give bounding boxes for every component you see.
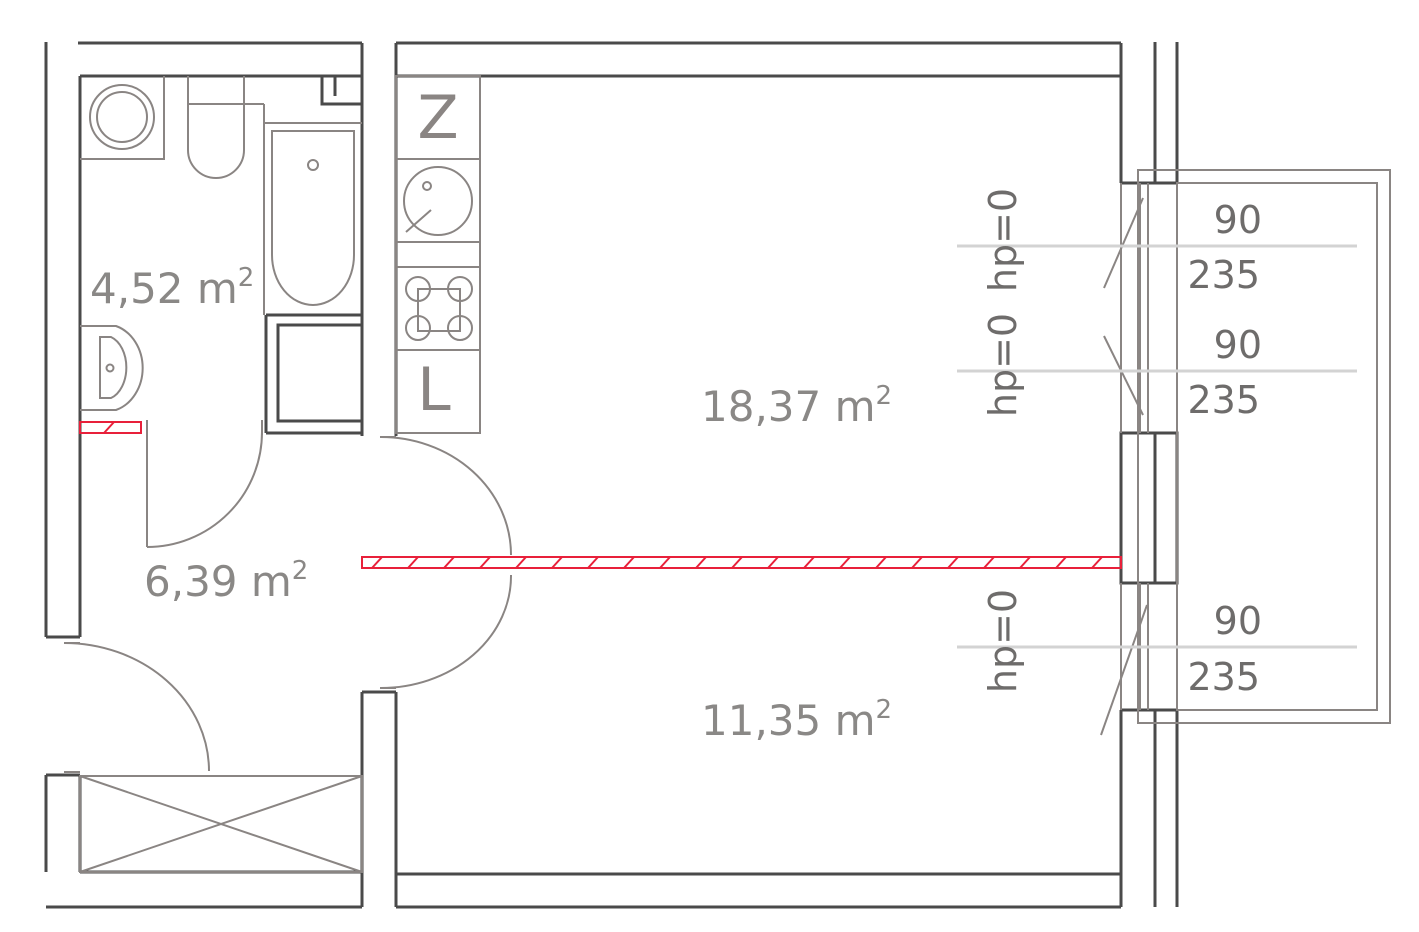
room-area-living-room: 18,37 m2	[701, 381, 892, 431]
partition-hatch	[371, 556, 383, 569]
sink-label: L	[417, 355, 451, 425]
partition-hatch	[731, 556, 743, 569]
window-sill-height: 90	[1214, 599, 1262, 643]
window-height: 235	[1187, 253, 1260, 297]
partition-hatch	[479, 556, 491, 569]
walls	[44, 41, 1179, 909]
room-area-bedroom: 11,35 m2	[701, 695, 892, 745]
bathroom-fixtures	[80, 76, 362, 411]
partition-hatch	[443, 556, 455, 569]
partition-hatch	[947, 556, 959, 569]
doors	[63, 420, 513, 773]
balcony	[1100, 169, 1391, 736]
partition-hatch	[803, 556, 815, 569]
partition-hatch	[587, 556, 599, 569]
fridge-label: Z	[417, 83, 458, 153]
stove-icon	[405, 276, 473, 341]
partition-hatch	[515, 556, 527, 569]
partition-hatch	[1055, 556, 1067, 569]
partition-hatch	[983, 556, 995, 569]
partition-hatch	[659, 556, 671, 569]
kitchenette: Z L	[395, 75, 481, 434]
washbasin-icon	[80, 325, 144, 411]
partition-hatch	[911, 556, 923, 569]
hp-label: hp=0	[981, 188, 1025, 292]
storage	[79, 775, 363, 873]
partition-hatch	[551, 556, 563, 569]
room-area-bathroom: 4,52 m2	[90, 263, 254, 313]
partition-hatch	[695, 556, 707, 569]
partition-hatch	[875, 556, 887, 569]
hp-label: hp=0	[981, 589, 1025, 693]
window-sill-height: 90	[1214, 198, 1262, 242]
window-sill-height: 90	[1214, 323, 1262, 367]
partition-hatch	[407, 556, 419, 569]
partition-hatch	[1019, 556, 1031, 569]
window-height: 235	[1187, 655, 1260, 699]
partition-hatch	[1091, 556, 1103, 569]
window-height: 235	[1187, 378, 1260, 422]
toilet-icon	[187, 76, 245, 179]
sink-icon	[403, 166, 473, 236]
room-area-hall: 6,39 m2	[144, 556, 308, 606]
partition-hatch	[623, 556, 635, 569]
bathtub-icon	[271, 130, 355, 306]
partition-hatch	[767, 556, 779, 569]
washing-machine-icon	[89, 84, 155, 150]
partition-walls	[79, 421, 1122, 569]
hp-label: hp=0	[981, 313, 1025, 417]
partition-hatch	[839, 556, 851, 569]
